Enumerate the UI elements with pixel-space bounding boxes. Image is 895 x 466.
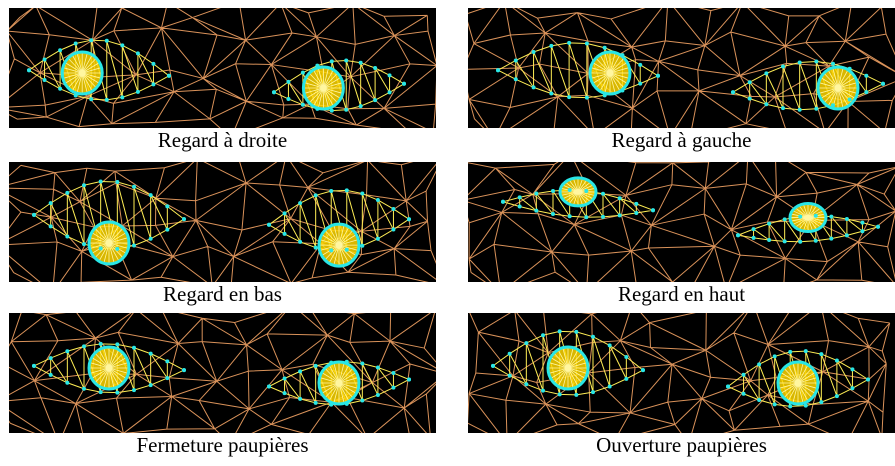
eyelid-wires [28,39,170,101]
iris [588,50,632,96]
mesh-vertices [267,359,411,407]
iris [546,345,590,391]
face-mesh [468,313,891,433]
mesh-vertices [27,38,171,102]
iris [558,176,598,208]
iris [317,360,361,406]
face-mesh [9,8,436,128]
mesh-edges [468,8,895,128]
face-mesh [468,162,895,282]
iris [87,220,131,266]
face-mesh [468,8,895,128]
iris-ring [317,360,361,406]
iris-ring [60,50,104,96]
panel-look-up: Regard en haut [468,162,895,307]
eye-mesh-image [9,8,436,128]
panel-look-left: Regard à gauche [468,8,895,153]
iris [60,50,104,96]
face-mesh [9,162,436,282]
eye [736,202,880,244]
eye [491,329,645,397]
iris-ring [788,202,828,234]
iris [816,65,860,111]
iris-ring [301,65,345,111]
mesh-vertices [32,341,186,395]
eyelid-wires [727,350,869,407]
eye [496,40,660,100]
mesh-vertices [501,188,655,220]
iris-ring [588,50,632,96]
iris-ring [546,345,590,391]
eye [731,59,885,112]
mesh-edges [468,313,891,433]
mesh-edges [468,162,895,282]
panel-eyelid-opening: Ouverture paupières [468,313,895,458]
iris-ring [558,176,598,208]
mesh-vertices [267,188,411,253]
eyelid-wires [268,189,410,251]
panel-look-down: Regard en bas [9,162,436,307]
panel-caption: Fermeture paupières [136,433,309,457]
iris-ring [317,222,361,268]
mesh-vertices [731,59,885,112]
eye [272,58,406,113]
panel-caption: Regard à droite [157,128,288,152]
iris [788,202,828,234]
eyelid-wires [273,59,405,112]
eye [726,349,870,409]
eyelid-wires [33,343,185,394]
iris [317,222,361,268]
panel-caption: Regard à gauche [611,128,752,152]
mesh-vertices [736,213,880,244]
iris [776,360,820,406]
eyelid-wires [33,181,185,250]
mesh-vertices [726,349,870,409]
mesh-vertices [32,179,186,251]
iris [87,345,131,391]
iris-ring [776,360,820,406]
eye [267,359,411,407]
eye [501,176,655,220]
iris-ring [87,345,131,391]
face-mesh [9,313,436,433]
eye-mesh-image [468,8,895,128]
panel-caption: Regard en bas [163,282,282,306]
panel-eyelid-closing: Fermeture paupières [9,313,436,458]
panel-caption: Regard en haut [617,282,746,306]
eye [27,38,171,102]
eye [267,188,411,268]
eye-mesh-image [468,313,895,433]
panel-look-right: Regard à droite [9,8,436,153]
eye [32,341,186,395]
iris-ring [816,65,860,111]
eye [32,179,186,266]
mesh-vertices [496,40,660,100]
mesh-vertices [491,329,645,397]
mesh-edges [9,8,436,128]
panel-caption: Ouverture paupières [596,433,767,457]
iris-ring [87,220,131,266]
mesh-edges [9,313,436,433]
mesh-vertices [272,58,406,113]
mesh-edges [9,162,436,282]
eye-mesh-image [9,313,436,433]
eye-mesh-image [9,162,436,282]
iris [301,65,345,111]
eye-mesh-image [468,162,895,282]
eyelid-wires [492,330,644,396]
